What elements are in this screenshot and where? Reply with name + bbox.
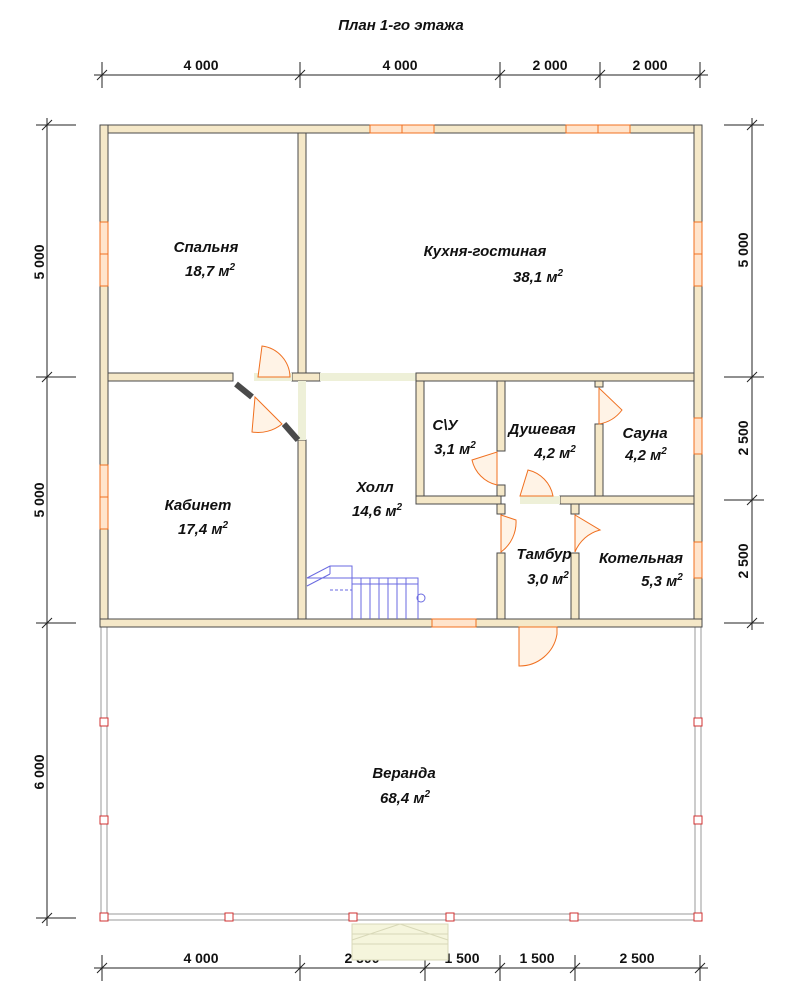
room-area-sauna: 4,2 м2: [624, 446, 667, 464]
veranda: [99, 626, 703, 961]
door-bedroom-icon: [257, 345, 291, 378]
dim-left-3: 6 000: [31, 754, 47, 789]
room-area-kitchen: 38,1 м2: [513, 268, 563, 286]
room-name-office: Кабинет: [165, 497, 232, 514]
dim-right-3: 2 500: [735, 543, 751, 578]
room-area-boiler: 5,3 м2: [641, 572, 683, 590]
room-area-shower: 4,2 м2: [533, 444, 576, 462]
room-area-office: 17,4 м2: [178, 520, 228, 538]
dim-top-3: 2 000: [532, 57, 567, 73]
dim-top-2: 4 000: [382, 57, 417, 73]
dim-left-1: 5 000: [31, 244, 47, 279]
dim-top-1: 4 000: [183, 57, 218, 73]
room-area-hall: 14,6 м2: [352, 502, 402, 520]
room-name-veranda: Веранда: [372, 765, 435, 782]
window-boiler: [693, 541, 703, 579]
room-name-hall: Холл: [355, 479, 394, 496]
room-area-wc: 3,1 м2: [434, 440, 476, 458]
room-name-vestibule: Тамбур: [516, 546, 571, 563]
door-boiler-icon: [574, 514, 602, 553]
window-sauna: [693, 417, 703, 455]
dim-bottom-5: 2 500: [619, 950, 654, 966]
dim-bottom-1: 4 000: [183, 950, 218, 966]
staircase-icon: [306, 565, 426, 619]
door-wc-icon: [471, 451, 498, 486]
room-name-shower: Душевая: [506, 421, 575, 438]
dimension-top: 4 000 4 000 2 000 2 000: [94, 57, 708, 88]
veranda-posts: [99, 717, 703, 922]
door-vestibule-icon: [500, 514, 517, 553]
dim-right-1: 5 000: [735, 232, 751, 267]
dim-bottom-3: 1 500: [444, 950, 479, 966]
room-labels: Спальня 18,7 м2 Кухня-гостиная 38,1 м2 С…: [165, 239, 684, 807]
door-entrance-icon: [518, 626, 558, 667]
dim-right-2: 2 500: [735, 420, 751, 455]
plan-title: План 1-го этажа: [338, 17, 464, 34]
room-area-vestibule: 3,0 м2: [527, 570, 569, 588]
dim-bottom-4: 1 500: [519, 950, 554, 966]
room-name-kitchen: Кухня-гостиная: [424, 243, 547, 260]
room-area-veranda: 68,4 м2: [380, 789, 430, 807]
dimension-right: 5 000 2 500 2 500: [724, 118, 764, 630]
doors: [251, 345, 623, 667]
room-name-boiler: Котельная: [599, 550, 683, 567]
room-name-wc: С\У: [432, 417, 459, 434]
room-area-bedroom: 18,7 м2: [185, 262, 235, 280]
dimension-left: 5 000 5 000 6 000: [31, 118, 76, 926]
room-name-bedroom: Спальня: [174, 239, 239, 256]
door-office-icon: [251, 395, 283, 433]
door-sauna-icon: [598, 386, 623, 425]
door-shower-icon: [519, 469, 554, 497]
window-hall: [431, 618, 477, 628]
dim-left-2: 5 000: [31, 482, 47, 517]
room-name-sauna: Сауна: [622, 425, 667, 442]
dim-top-4: 2 000: [632, 57, 667, 73]
windows: [99, 124, 703, 628]
porch-steps: [351, 923, 449, 961]
